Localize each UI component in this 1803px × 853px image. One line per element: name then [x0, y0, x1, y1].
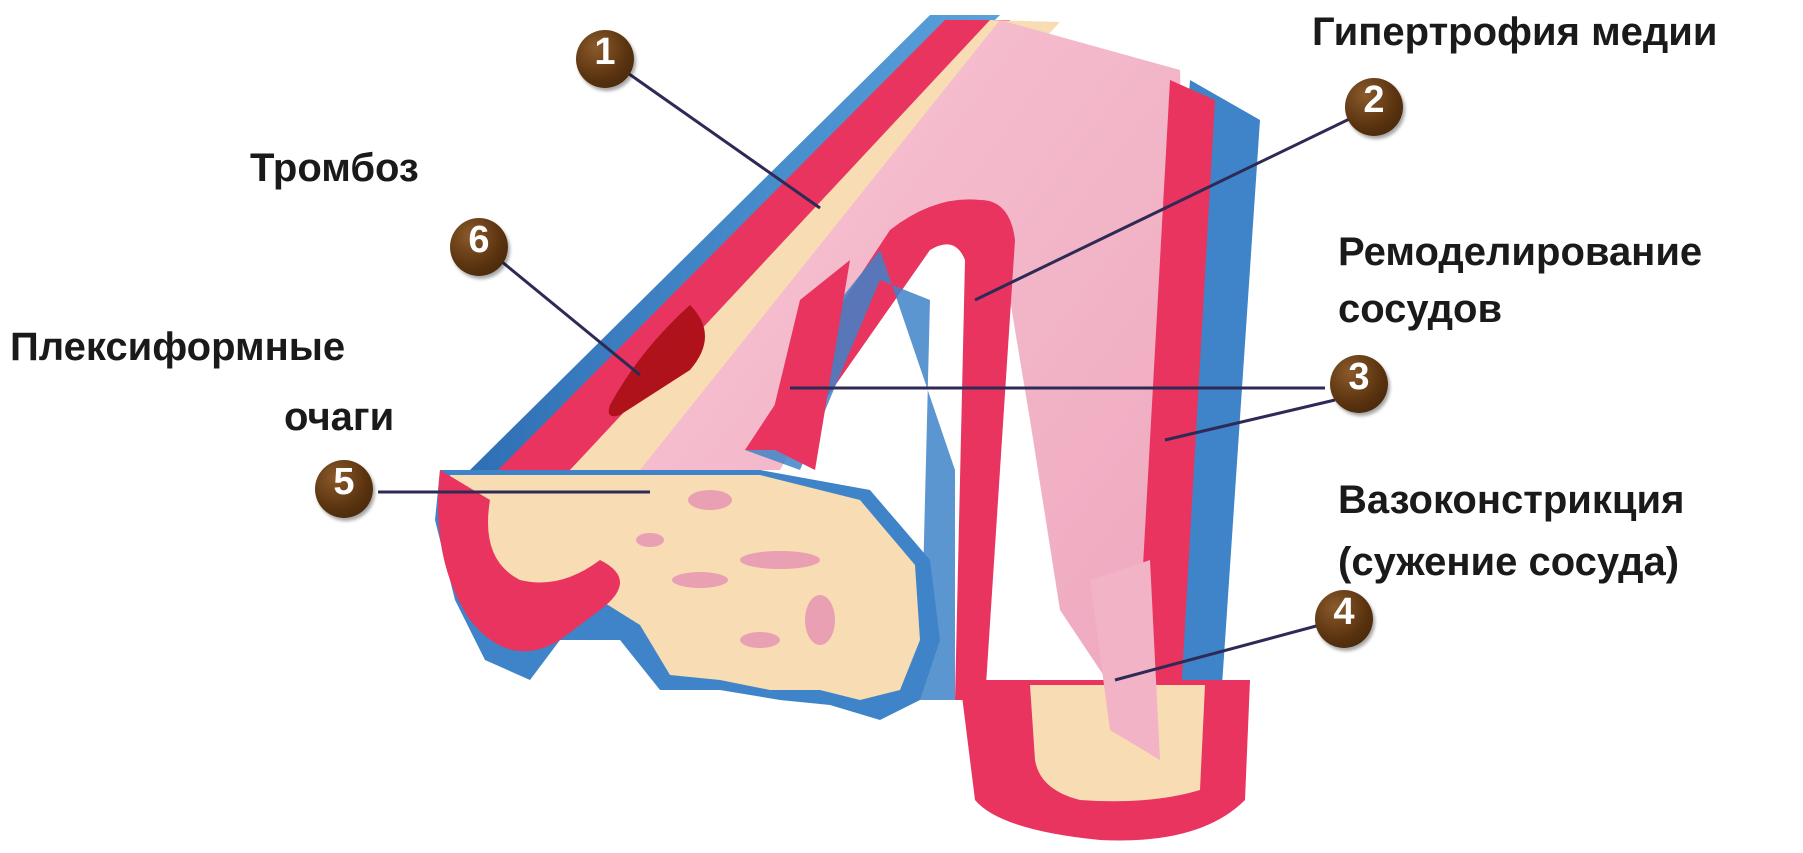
label-vasoconstriction-line2: (сужение сосуда): [1338, 538, 1679, 586]
marker-4-number: 4: [1333, 590, 1354, 634]
marker-5-number: 5: [333, 460, 354, 504]
label-vasoconstriction-line1: Вазоконстрикция: [1338, 476, 1684, 524]
label-plexiform-line2: очаги: [284, 393, 394, 441]
label-thrombosis: Тромбоз: [250, 144, 419, 192]
label-plexiform-line1: Плексиформные: [10, 323, 345, 371]
marker-1-number: 1: [594, 30, 615, 74]
marker-4: 4: [1315, 590, 1373, 648]
label-remodeling-line1: Ремоделирование: [1338, 228, 1702, 276]
marker-6-number: 6: [468, 218, 489, 262]
marker-1: 1: [576, 30, 634, 88]
leader-line-6: [490, 252, 640, 375]
marker-2: 2: [1345, 78, 1403, 136]
leader-line-1: [612, 62, 820, 208]
marker-3: 3: [1330, 355, 1388, 413]
marker-6: 6: [450, 218, 508, 276]
marker-2-number: 2: [1363, 78, 1384, 122]
label-remodeling-line2: сосудов: [1338, 285, 1502, 333]
plexiform-lesion: [435, 470, 940, 720]
label-hypertrophy: Гипертрофия медии: [1312, 8, 1718, 56]
marker-3-number: 3: [1348, 355, 1369, 399]
marker-5: 5: [315, 460, 373, 518]
